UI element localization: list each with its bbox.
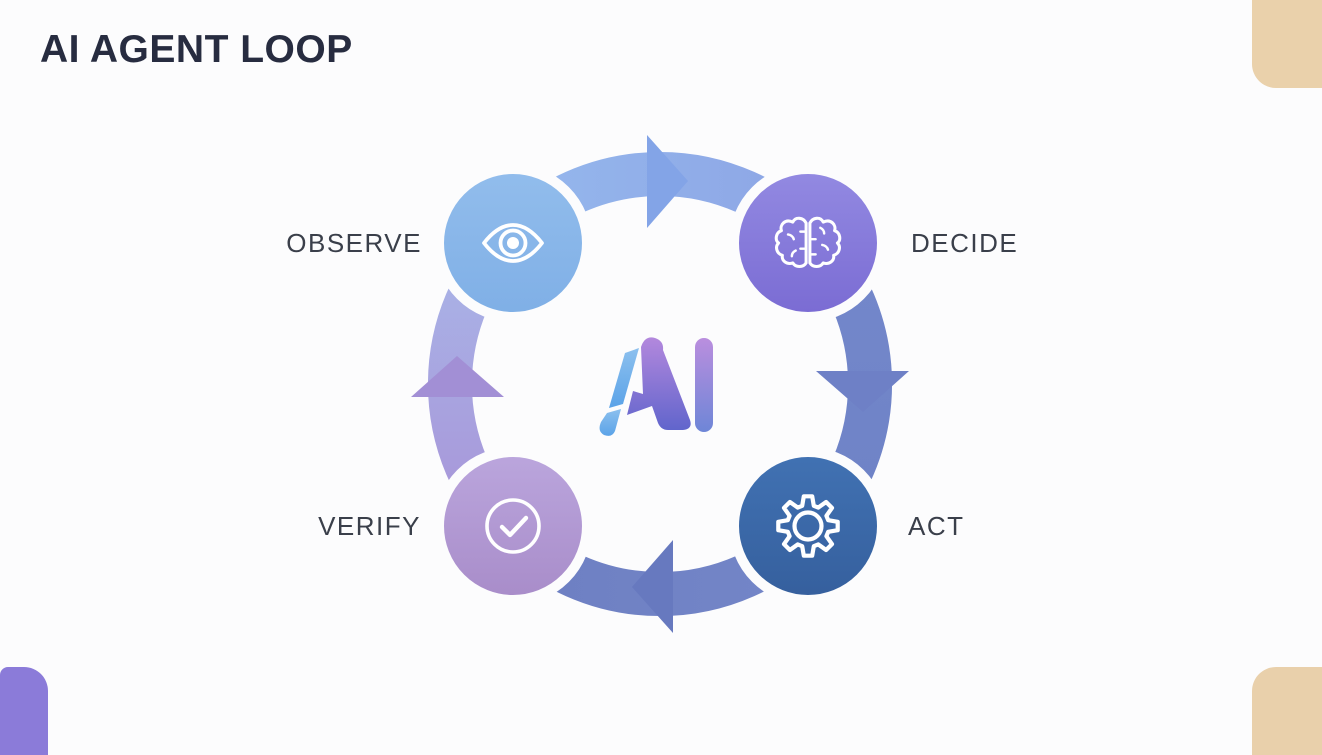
check-icon xyxy=(485,498,541,554)
page-title: AI AGENT LOOP xyxy=(40,28,353,71)
arrowhead-bottom-icon xyxy=(632,540,673,633)
gear-icon xyxy=(776,494,840,558)
eye-icon xyxy=(482,223,544,263)
ai-logo xyxy=(599,337,713,436)
arrowhead-right-icon xyxy=(816,371,909,412)
corner-decoration-bottom-left xyxy=(0,667,48,755)
corner-decoration-top-right xyxy=(1252,0,1322,88)
corner-decoration-bottom-right xyxy=(1252,667,1322,755)
arrowhead-left-icon xyxy=(411,356,504,397)
step-label-act: ACT xyxy=(908,511,965,541)
arrowhead-top-icon xyxy=(647,135,688,228)
step-label-verify: VERIFY xyxy=(318,511,421,541)
step-circle-decide xyxy=(729,164,887,322)
step-label-decide: DECIDE xyxy=(911,228,1019,258)
step-label-observe: OBSERVE xyxy=(286,228,422,258)
brain-icon xyxy=(774,216,842,269)
agent-loop-diagram xyxy=(411,135,909,633)
step-circle-verify xyxy=(434,447,592,605)
step-circle-act xyxy=(729,447,887,605)
